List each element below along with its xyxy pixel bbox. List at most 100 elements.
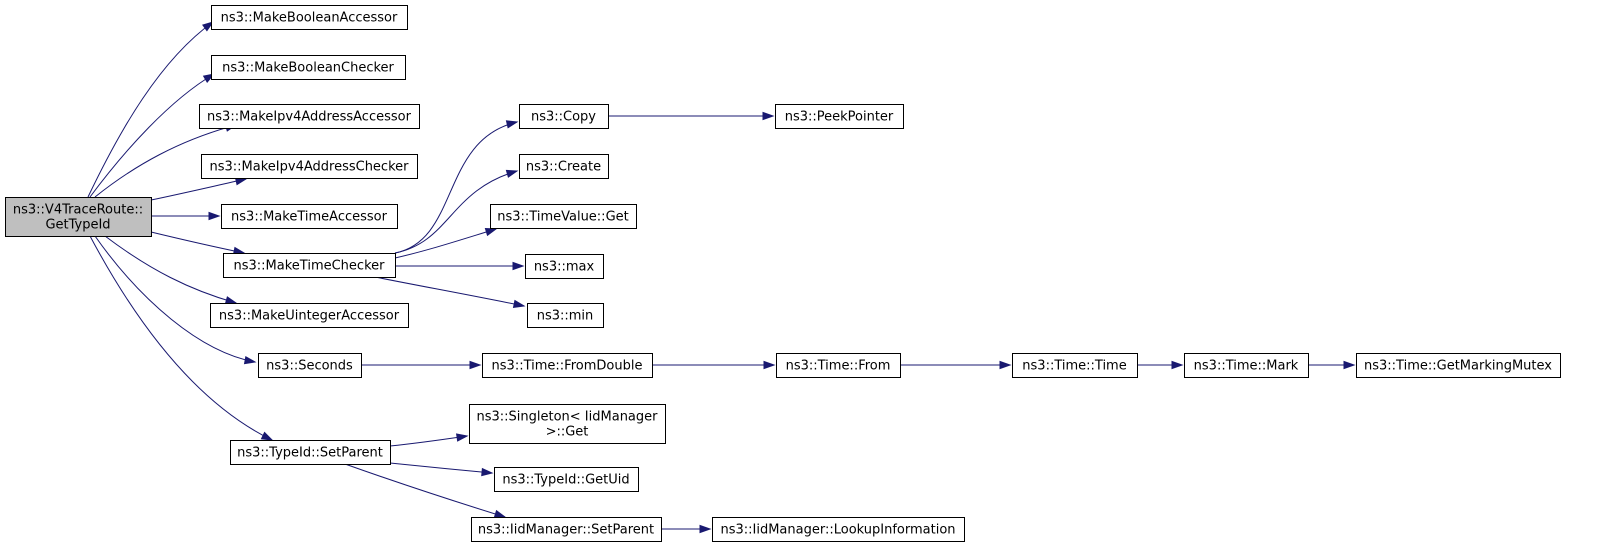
node-box <box>223 253 396 278</box>
edge-time_chk-to-tv_get <box>394 228 498 259</box>
edges-layer <box>87 21 1356 534</box>
edge-root-to-bool_acc <box>87 21 215 198</box>
node-box <box>5 197 152 237</box>
node-label: ns3::IidManager::SetParent <box>478 523 654 538</box>
edge-arrowhead <box>762 111 775 121</box>
node-box <box>519 104 609 129</box>
node-label: ns3::MakeTimeAccessor <box>231 210 388 225</box>
node-box <box>211 55 406 80</box>
node-label: ns3::max <box>534 260 595 275</box>
edge-arrowhead <box>202 21 215 32</box>
node-box <box>211 5 408 30</box>
node-label: ns3::TypeId::GetUid <box>502 473 629 488</box>
node-label: ns3::MakeBooleanChecker <box>222 61 394 76</box>
node-box <box>230 440 391 465</box>
node-time[interactable]: ns3::Time::Time <box>1012 353 1138 378</box>
edge-root-to-time_acc <box>150 211 221 221</box>
node-label: ns3::Seconds <box>266 359 353 374</box>
node-label: >::Get <box>546 425 589 440</box>
node-from[interactable]: ns3::Time::From <box>776 353 901 378</box>
edge-arrowhead <box>763 360 776 370</box>
edge-root-to-ipv4_chk <box>150 177 248 201</box>
node-min[interactable]: ns3::min <box>527 303 604 328</box>
node-box <box>221 204 398 229</box>
node-peek[interactable]: ns3::PeekPointer <box>775 104 904 129</box>
node-getuid[interactable]: ns3::TypeId::GetUid <box>494 467 639 492</box>
edge-line <box>389 435 468 447</box>
node-label: ns3::MakeBooleanAccessor <box>221 11 398 26</box>
edge-line <box>87 21 214 198</box>
edge-arrowhead <box>505 169 519 178</box>
node-box <box>199 104 420 129</box>
edge-arrowhead <box>999 360 1012 370</box>
node-max[interactable]: ns3::max <box>525 254 604 279</box>
edge-from-to-time <box>900 360 1012 370</box>
node-tv-get[interactable]: ns3::TimeValue::Get <box>490 204 637 229</box>
edge-line <box>89 73 215 198</box>
node-box <box>469 404 666 444</box>
edge-time-to-mark <box>1137 360 1184 370</box>
node-iid-setparent[interactable]: ns3::IidManager::SetParent <box>471 517 662 542</box>
node-box <box>519 154 609 179</box>
node-label: ns3::TypeId::SetParent <box>237 446 383 461</box>
node-box <box>527 303 604 328</box>
edge-arrowhead <box>224 296 238 305</box>
node-label: ns3::Copy <box>531 110 596 125</box>
node-ipv4-chk[interactable]: ns3::MakeIpv4AddressChecker <box>201 154 418 179</box>
nodes-layer: ns3::V4TraceRoute::GetTypeId ns3::MakeBoo… <box>5 5 1561 542</box>
edge-line <box>104 235 237 304</box>
node-ipv4-acc[interactable]: ns3::MakeIpv4AddressAccessor <box>199 104 420 129</box>
edge-time_chk-to-max <box>395 261 525 271</box>
node-copy[interactable]: ns3::Copy <box>519 104 609 129</box>
node-box <box>776 353 901 378</box>
node-label: ns3::min <box>537 309 594 324</box>
edge-line <box>89 235 273 441</box>
edge-arrowhead <box>1171 360 1184 370</box>
edge-setparent-to-singleton <box>389 433 469 447</box>
node-setparent[interactable]: ns3::TypeId::SetParent <box>230 440 391 465</box>
edge-time_chk-to-create <box>394 169 519 254</box>
node-box <box>1184 353 1309 378</box>
node-box <box>201 154 418 179</box>
node-box <box>712 517 965 542</box>
node-box <box>490 204 637 229</box>
edge-root-to-bool_chk <box>89 73 216 198</box>
edge-root-to-setparent <box>89 235 274 441</box>
edge-arrowhead <box>493 509 507 518</box>
node-label: ns3::PeekPointer <box>785 110 894 125</box>
node-uint-acc[interactable]: ns3::MakeUintegerAccessor <box>210 303 409 328</box>
node-root[interactable]: ns3::V4TraceRoute::GetTypeId <box>5 197 152 237</box>
edge-arrowhead <box>260 431 274 441</box>
node-mutex[interactable]: ns3::Time::GetMarkingMutex <box>1356 353 1561 378</box>
edge-arrowhead <box>455 433 469 442</box>
node-bool-chk[interactable]: ns3::MakeBooleanChecker <box>211 55 406 80</box>
node-seconds[interactable]: ns3::Seconds <box>258 353 362 378</box>
edge-root-to-time_chk <box>150 231 246 256</box>
node-box <box>1356 353 1561 378</box>
node-fromdouble[interactable]: ns3::Time::FromDouble <box>482 353 653 378</box>
edge-arrowhead <box>481 467 494 477</box>
edge-line <box>394 170 518 254</box>
edge-arrowhead <box>505 120 519 129</box>
node-mark[interactable]: ns3::Time::Mark <box>1184 353 1309 378</box>
node-label: ns3::MakeIpv4AddressChecker <box>210 160 410 175</box>
node-time-chk[interactable]: ns3::MakeTimeChecker <box>223 253 396 278</box>
node-label: GetTypeId <box>45 218 110 233</box>
node-label: ns3::Time::Time <box>1022 359 1126 374</box>
node-label: ns3::MakeIpv4AddressAccessor <box>207 110 412 125</box>
edge-line <box>150 231 245 254</box>
node-label: ns3::Time::FromDouble <box>492 359 643 374</box>
node-singleton[interactable]: ns3::Singleton< IidManager>::Get <box>469 404 666 444</box>
node-lookup[interactable]: ns3::IidManager::LookupInformation <box>712 517 965 542</box>
node-box <box>210 303 409 328</box>
edge-arrowhead <box>512 299 526 309</box>
edge-arrowhead <box>484 228 498 237</box>
edge-line <box>344 463 506 518</box>
node-create[interactable]: ns3::Create <box>519 154 609 179</box>
edge-seconds-to-fromdouble <box>361 360 482 370</box>
node-bool-acc[interactable]: ns3::MakeBooleanAccessor <box>211 5 408 30</box>
node-label: ns3::Time::From <box>786 359 891 374</box>
edge-arrowhead <box>699 524 712 534</box>
node-time-acc[interactable]: ns3::MakeTimeAccessor <box>221 204 398 229</box>
